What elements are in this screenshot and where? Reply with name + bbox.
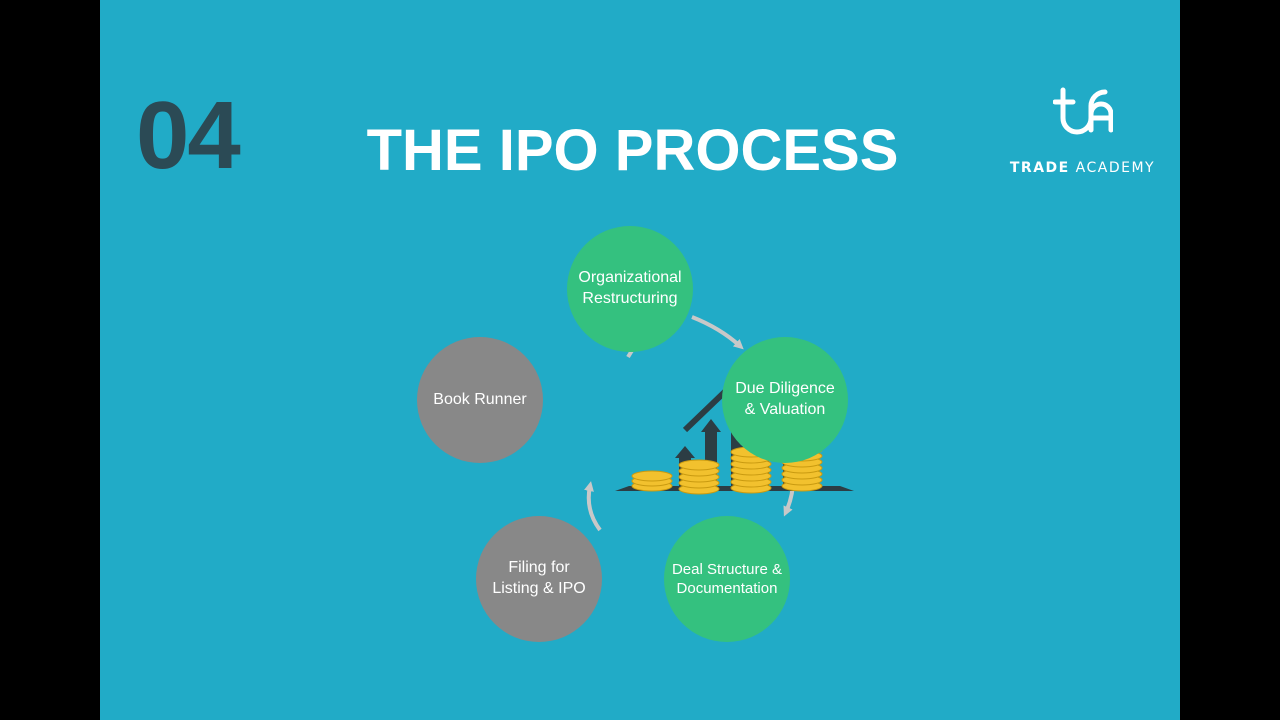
arrow-restructuring-to-diligence <box>692 317 740 346</box>
step-label: Book Runner <box>433 390 526 411</box>
step-deal-structure-documentation: Deal Structure & Documentation <box>664 516 790 642</box>
step-filing-for-listing-ipo: Filing for Listing & IPO <box>476 516 602 642</box>
trade-academy-logo: TRADE ACADEMY <box>1005 86 1160 186</box>
logo-word-academy: ACADEMY <box>1076 160 1155 176</box>
step-label: Due Diligence & Valuation <box>735 379 835 421</box>
step-book-runner: Book Runner <box>417 337 543 463</box>
step-due-diligence-valuation: Due Diligence & Valuation <box>722 337 848 463</box>
logo-word-trade: TRADE <box>1010 160 1070 176</box>
slide: 04 THE IPO PROCESS TRADE ACADEMY <box>100 0 1180 720</box>
ipo-cycle-diagram: Organizational Restructuring Due Diligen… <box>400 220 860 650</box>
step-label: Organizational Restructuring <box>578 268 681 310</box>
step-organizational-restructuring: Organizational Restructuring <box>567 226 693 352</box>
arrow-filing-to-bookrunner <box>589 486 600 530</box>
ta-monogram-icon <box>1053 86 1113 142</box>
step-label: Deal Structure & Documentation <box>672 560 782 599</box>
logo-wordmark: TRADE ACADEMY <box>1005 160 1160 176</box>
step-label: Filing for Listing & IPO <box>492 558 585 600</box>
